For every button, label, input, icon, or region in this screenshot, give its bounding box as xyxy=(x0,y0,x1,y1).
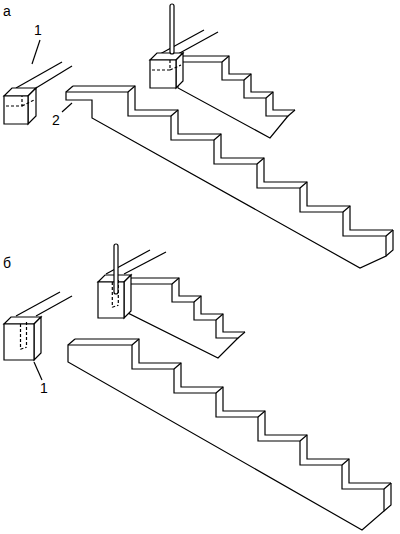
stair-end-edge xyxy=(386,230,393,256)
slot-hidden xyxy=(6,96,22,106)
stair-edge xyxy=(238,332,245,338)
landing-edge xyxy=(106,250,150,274)
callout-number: 1 xyxy=(40,380,48,396)
block-front xyxy=(4,324,34,360)
stair-edge xyxy=(343,206,350,212)
slot-hidden xyxy=(152,60,170,70)
stair-edge xyxy=(342,459,349,465)
stair-flight xyxy=(66,92,386,268)
block-side xyxy=(176,53,183,88)
slot-hidden xyxy=(21,347,27,349)
callout-number: 1 xyxy=(34,22,42,38)
figure-letter: а xyxy=(3,3,11,19)
stair-end-edge xyxy=(384,483,391,511)
landing-edge xyxy=(16,292,60,316)
slot-hidden xyxy=(26,322,27,347)
block-side xyxy=(34,317,41,360)
leader-line xyxy=(62,103,72,112)
stair-edge xyxy=(128,86,135,92)
block-front xyxy=(98,282,124,318)
stair-flight xyxy=(68,345,384,530)
landing-edge xyxy=(36,66,72,88)
stair-edge xyxy=(66,86,73,92)
stair-edge xyxy=(172,278,179,284)
landing-edge xyxy=(36,296,72,316)
stair-edge xyxy=(288,110,295,116)
leader-line xyxy=(32,40,40,64)
stair-edge xyxy=(216,387,223,393)
slot-hidden xyxy=(170,65,181,70)
stair-edge xyxy=(174,363,181,369)
stair-edge xyxy=(171,110,178,116)
stair-edge xyxy=(214,134,221,140)
block-side xyxy=(28,88,36,124)
figure-letter: б xyxy=(3,255,11,271)
slot-hidden xyxy=(112,305,118,307)
stair-flight xyxy=(124,284,238,358)
stair-edge xyxy=(386,230,393,236)
stair-edge xyxy=(68,339,75,345)
block-front xyxy=(4,96,28,124)
slot-hidden xyxy=(112,282,113,307)
stair-drawing xyxy=(4,4,393,530)
stair-edge xyxy=(244,74,251,80)
stair-edge xyxy=(132,339,139,345)
block-side xyxy=(124,275,131,318)
stair-edge xyxy=(257,158,264,164)
slot-hidden xyxy=(22,100,34,106)
stair-flight xyxy=(176,62,288,138)
stair-edge xyxy=(266,92,273,98)
anchor-rod xyxy=(170,4,174,54)
stair-edge xyxy=(300,435,307,441)
stair-edge xyxy=(258,411,265,417)
leader-line xyxy=(34,362,42,380)
slot-hidden xyxy=(20,324,21,349)
landing-edge xyxy=(178,32,218,54)
landing-edge xyxy=(16,62,62,88)
stair-edge xyxy=(300,182,307,188)
stair-edge xyxy=(222,56,229,62)
stair-edge xyxy=(216,314,223,320)
block-front xyxy=(150,60,176,88)
stair-edge xyxy=(194,296,201,302)
anchor-rod xyxy=(114,244,118,294)
callout-number: 2 xyxy=(52,112,60,128)
landing-edge xyxy=(160,30,204,54)
stair-edge xyxy=(384,483,391,489)
landing-edge xyxy=(124,252,166,274)
